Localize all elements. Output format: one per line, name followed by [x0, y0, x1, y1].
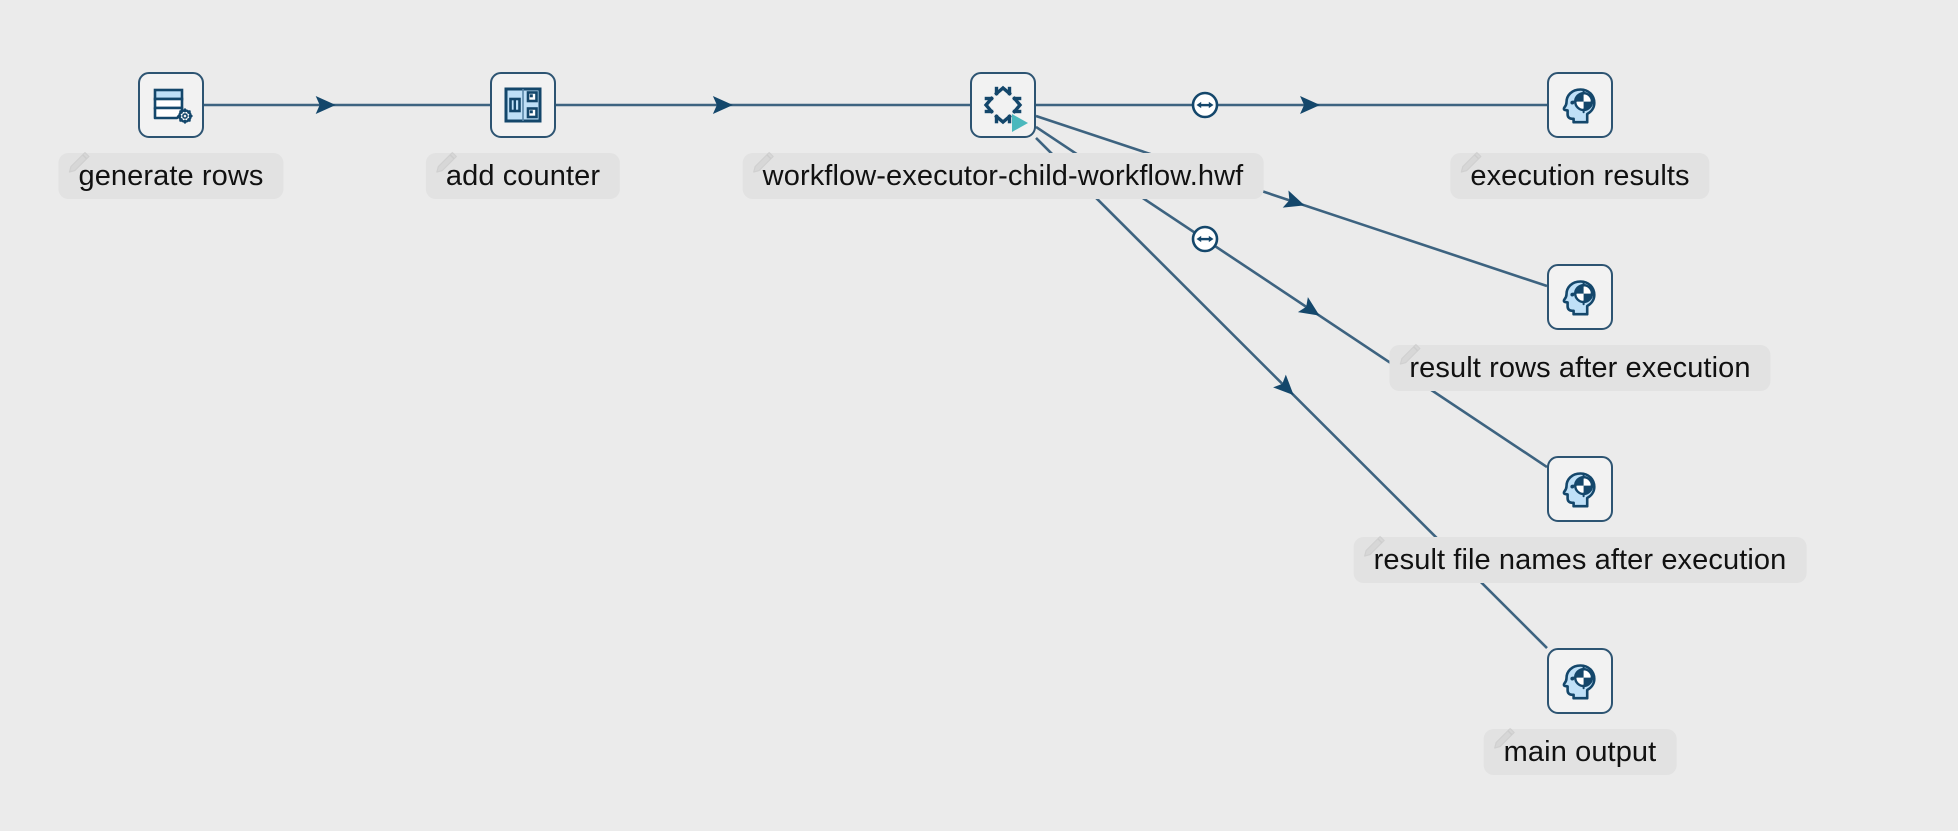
edge-arrowhead	[1282, 190, 1305, 208]
node-result-rows-after-execution[interactable]	[1547, 264, 1613, 330]
node-result-file-names-after-execution[interactable]	[1547, 456, 1613, 522]
memory-head-icon	[1562, 88, 1596, 124]
edge-arrowhead	[712, 96, 733, 114]
node-add-counter[interactable]	[490, 72, 556, 138]
node-label-add-counter[interactable]: add counter	[425, 151, 621, 199]
node-label-main-output[interactable]: main output	[1483, 727, 1677, 775]
edge-hop-marker[interactable]	[1190, 90, 1220, 120]
node-label-workflow-executor[interactable]: workflow-executor-child-workflow.hwf	[742, 151, 1264, 199]
double-arrow-hop-icon	[1191, 225, 1218, 253]
node-execution-results[interactable]	[1547, 72, 1613, 138]
node-label-text: generate rows	[78, 159, 264, 192]
node-label-generate-rows[interactable]: generate rows	[58, 151, 284, 199]
node-label-result-rows-after-execution[interactable]: result rows after execution	[1389, 343, 1771, 391]
generate-rows-icon	[153, 88, 193, 124]
node-label-text: workflow-executor-child-workflow.hwf	[762, 159, 1244, 192]
memory-head-icon	[1562, 472, 1596, 508]
node-label-text: result file names after execution	[1373, 543, 1787, 576]
run-play-badge[interactable]	[1008, 111, 1032, 135]
edge-arrowhead	[1273, 374, 1294, 396]
memory-head-icon	[1562, 280, 1596, 316]
add-sequence-icon	[504, 87, 542, 123]
node-label-result-file-names-after-execution[interactable]: result file names after execution	[1353, 535, 1807, 583]
memory-head-icon	[1562, 664, 1596, 700]
edge-arrowhead	[1300, 96, 1321, 114]
double-arrow-hop-icon	[1191, 91, 1218, 119]
node-label-text: main output	[1503, 735, 1657, 768]
edge-workflow-executor-to-result-rows[interactable]	[1035, 114, 1548, 288]
node-label-text: execution results	[1470, 159, 1690, 192]
edge-hop-marker[interactable]	[1190, 224, 1220, 254]
node-main-output[interactable]	[1547, 648, 1613, 714]
node-generate-rows[interactable]	[138, 72, 204, 138]
edge-arrowhead	[1297, 297, 1320, 316]
play-triangle-icon	[1012, 114, 1028, 132]
edge-arrowhead	[315, 96, 336, 114]
node-label-text: add counter	[445, 159, 601, 192]
node-label-execution-results[interactable]: execution results	[1450, 151, 1710, 199]
node-workflow-executor[interactable]	[970, 72, 1036, 138]
workflow-executor-icon	[983, 85, 1023, 125]
node-label-text: result rows after execution	[1409, 351, 1751, 384]
